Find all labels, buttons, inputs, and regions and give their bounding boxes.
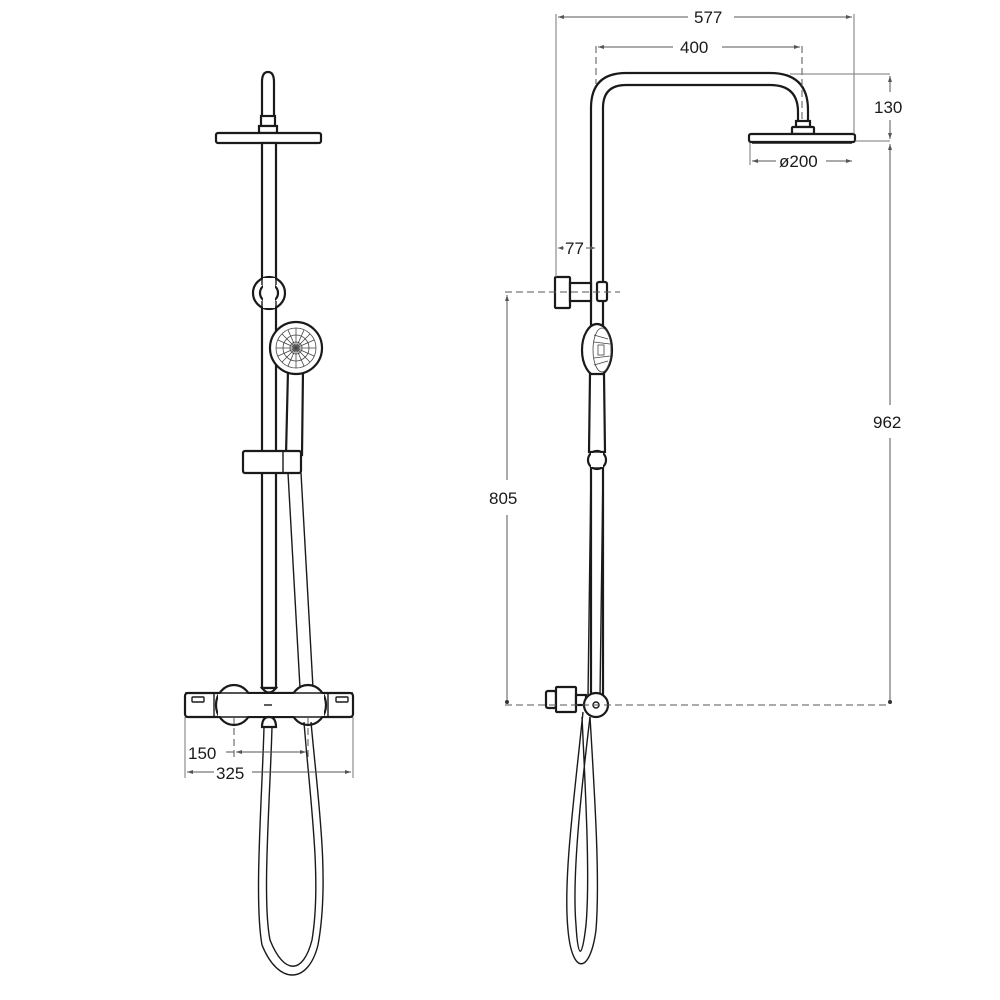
dim-inlet-to-head: 962 <box>873 413 901 432</box>
hand-shower-handle <box>587 372 607 454</box>
hand-shower-handle <box>284 368 305 457</box>
dim-inlet-to-bracket: 805 <box>489 489 517 508</box>
dim-head-drop: 130 <box>874 98 902 117</box>
overhead-shower-head <box>747 132 857 144</box>
dim-wall-bracket-offset: 77 <box>565 239 584 258</box>
side-view: 577 400 130 ø200 77 <box>489 8 902 965</box>
riser-top <box>260 70 276 130</box>
shower-hose <box>257 721 324 976</box>
head-connector <box>259 114 277 128</box>
slider-bracket <box>241 449 303 475</box>
spray-pattern-icon <box>593 334 611 366</box>
dim-arm-reach: 400 <box>680 38 708 57</box>
front-view: 150 325 <box>183 70 355 976</box>
mixer-body-side <box>554 685 578 714</box>
spray-pattern-icon <box>275 327 317 369</box>
dim-mixer-width: 325 <box>216 764 244 783</box>
dim-overall-projection: 577 <box>694 8 722 27</box>
overhead-arm <box>589 71 810 699</box>
shower-hose <box>566 711 599 965</box>
dim-valve-centers: 150 <box>188 744 216 763</box>
dim-head-diameter: ø200 <box>779 152 818 171</box>
overhead-shower-head <box>214 131 323 145</box>
riser-pipe <box>260 141 278 690</box>
